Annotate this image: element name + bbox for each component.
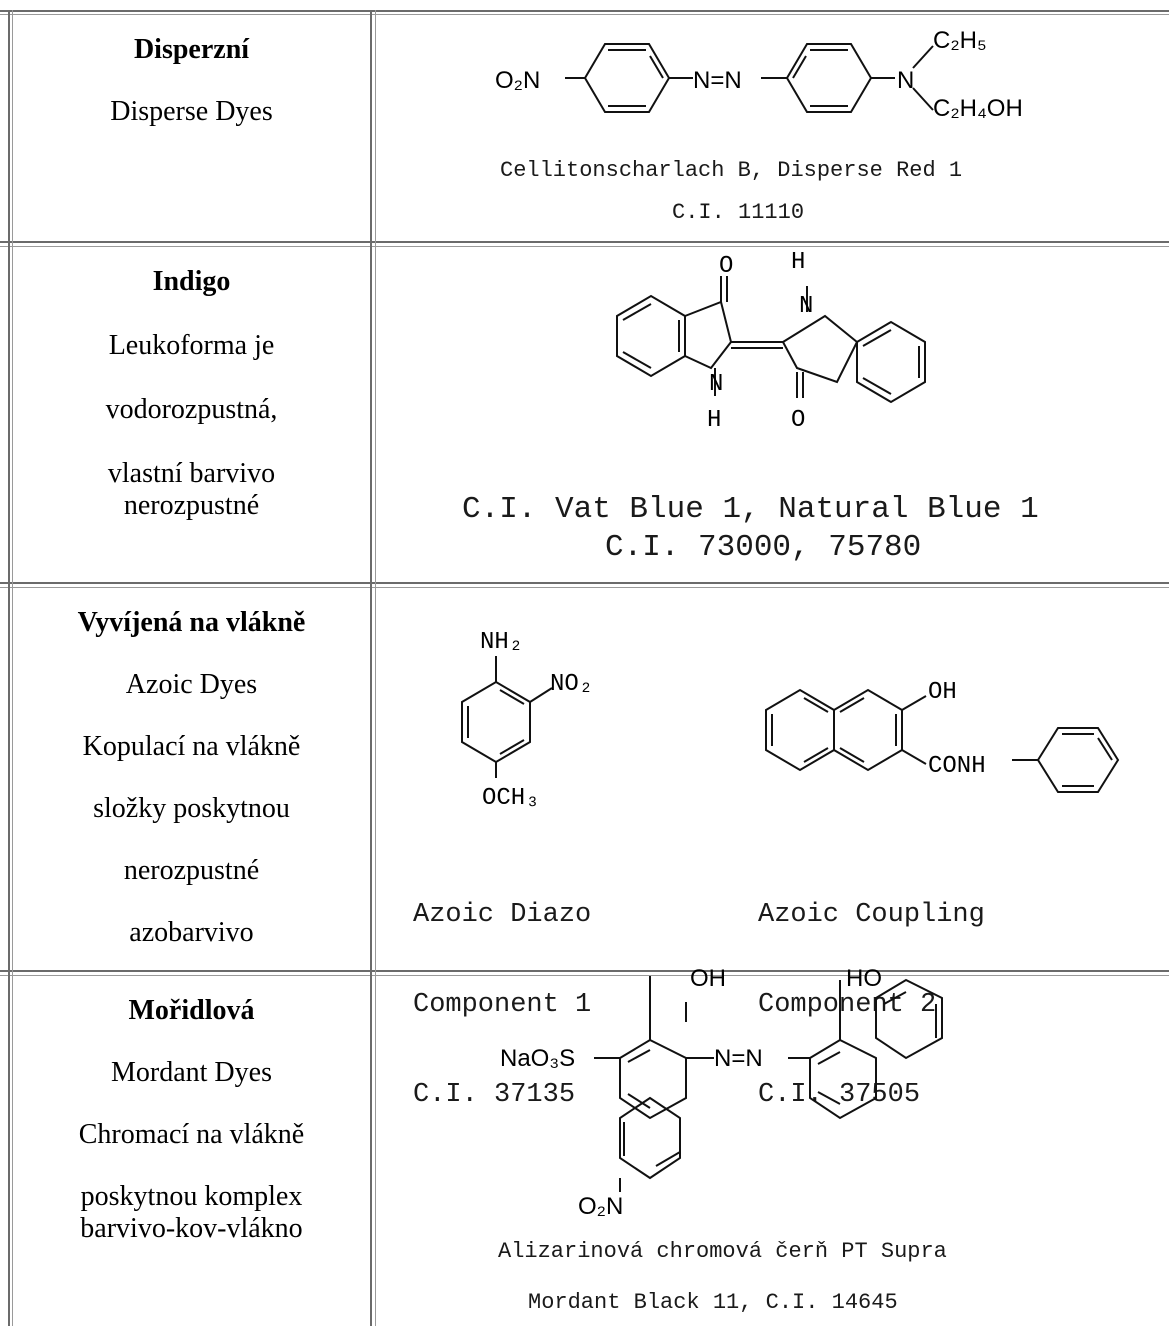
sulfonate-group-label: NaO₃S	[500, 1045, 575, 1072]
class-description-line: barvivo-kov-vlákno	[80, 1213, 303, 1244]
row-divider-3	[0, 970, 1169, 972]
azoic-diazo-component-structure: NH₂ NO₂ OCH₃	[461, 629, 593, 812]
azoic-coupling-component-structure: OH CONH	[765, 679, 1120, 793]
mordant-black-11-structure: OH HO NaO₃S N=N O₂N	[500, 965, 943, 1220]
indigo-oxygen-top: O	[719, 253, 733, 280]
class-description-line: vodorozpustná,	[105, 394, 278, 425]
row-divider-2	[0, 582, 1169, 584]
mordant-caption-name: Alizarinová chromová čerň PT Supra	[498, 1239, 947, 1264]
class-description-line: Chromací na vlákně	[78, 1119, 305, 1150]
azoic-coupling-caption: Azoic Coupling Component 2 C.I. 37505	[758, 840, 985, 1170]
azoic-diazo-caption: Azoic Diazo Component 1 C.I. 37135	[413, 840, 591, 1170]
hydroxy-group-label: OH	[928, 679, 957, 706]
caption-line: C.I. 37135	[413, 1080, 576, 1110]
class-description-line: vlastní barvivo	[107, 458, 276, 489]
class-description-line: Kopulací na vlákně	[82, 731, 301, 762]
caption-line: C.I. 37505	[758, 1080, 921, 1110]
class-title: Mořidlová	[128, 995, 255, 1026]
class-title: Vyvíjená na vlákně	[77, 607, 306, 638]
class-title: Indigo	[152, 266, 231, 297]
class-description-line: složky poskytnou	[93, 793, 290, 824]
methoxy-group-label: OCH₃	[482, 785, 540, 812]
row-divider-1	[0, 241, 1169, 243]
table-border-top	[0, 10, 1169, 12]
indigo-caption-name: C.I. Vat Blue 1, Natural Blue 1	[462, 492, 1039, 527]
table-border-left	[8, 10, 10, 1326]
row-divider-3-inner	[0, 975, 1169, 976]
caption-line: Azoic Coupling	[758, 900, 985, 930]
class-description-line: nerozpustné	[123, 855, 260, 886]
indigo-nitrogen-top: N	[799, 293, 813, 320]
row-divider-2-inner	[0, 587, 1169, 588]
indigo-caption-ci: C.I. 73000, 75780	[605, 530, 922, 565]
caption-line: Component 1	[413, 990, 592, 1020]
amine-nitrogen-label: N	[897, 67, 914, 94]
indigo-structure: O H N N H O	[616, 249, 926, 434]
amino-group-label: NH₂	[480, 629, 523, 656]
indigo-hydrogen-top: H	[791, 249, 805, 276]
indigo-nitrogen-bottom: N	[709, 371, 723, 398]
class-description: Disperse Dyes	[110, 96, 273, 127]
class-description-line: Leukoforma je	[108, 330, 275, 361]
class-description-line: nerozpustné	[123, 490, 260, 521]
azo-group-label: N=N	[693, 67, 742, 94]
mordant-caption-ci: Mordant Black 11, C.I. 14645	[528, 1290, 898, 1315]
class-description-line: poskytnou komplex	[80, 1181, 303, 1212]
column-divider	[370, 10, 372, 1326]
row-label-azoic: Vyvíjená na vlákně Azoic Dyes Kopulací n…	[14, 607, 369, 949]
disperse-caption-ci: C.I. 11110	[672, 200, 805, 225]
azo-group-label: N=N	[714, 1045, 763, 1072]
table-border-top-inner	[0, 14, 1169, 15]
column-divider-inner	[375, 10, 376, 1326]
table-border-left-inner	[12, 10, 13, 1326]
hydroxyethyl-group-label: C₂H₄OH	[933, 95, 1023, 122]
indigo-oxygen-bottom: O	[791, 407, 805, 434]
row-label-mordant: Mořidlová Mordant Dyes Chromací na vlákn…	[14, 995, 369, 1245]
hydroxy-group-label-2: HO	[846, 965, 882, 992]
disperse-caption-name: Cellitonscharlach B, Disperse Red 1	[500, 158, 963, 183]
class-description-line: azobarvivo	[129, 917, 254, 948]
nitro-group-label: O₂N	[495, 67, 540, 94]
ethyl-group-label: C₂H₅	[933, 27, 987, 54]
hydroxy-group-label: OH	[690, 965, 726, 992]
class-description-line: Mordant Dyes	[111, 1057, 272, 1088]
class-title: Disperzní	[133, 34, 250, 65]
class-description-line: Azoic Dyes	[125, 669, 258, 700]
indigo-hydrogen-bottom: H	[707, 407, 721, 434]
row-divider-1-inner	[0, 246, 1169, 247]
amide-group-label: CONH	[928, 753, 986, 780]
disperse-red-1-structure: O₂N N=N N C₂H₅ C₂H₄OH	[495, 27, 1023, 122]
nitro-group-label: O₂N	[578, 1193, 623, 1220]
nitro-group-label: NO₂	[550, 671, 593, 698]
row-label-indigo: Indigo Leukoforma je vodorozpustná, vlas…	[14, 266, 369, 522]
caption-line: Azoic Diazo	[413, 900, 592, 930]
row-label-disperse: Disperzní Disperse Dyes	[14, 34, 369, 128]
